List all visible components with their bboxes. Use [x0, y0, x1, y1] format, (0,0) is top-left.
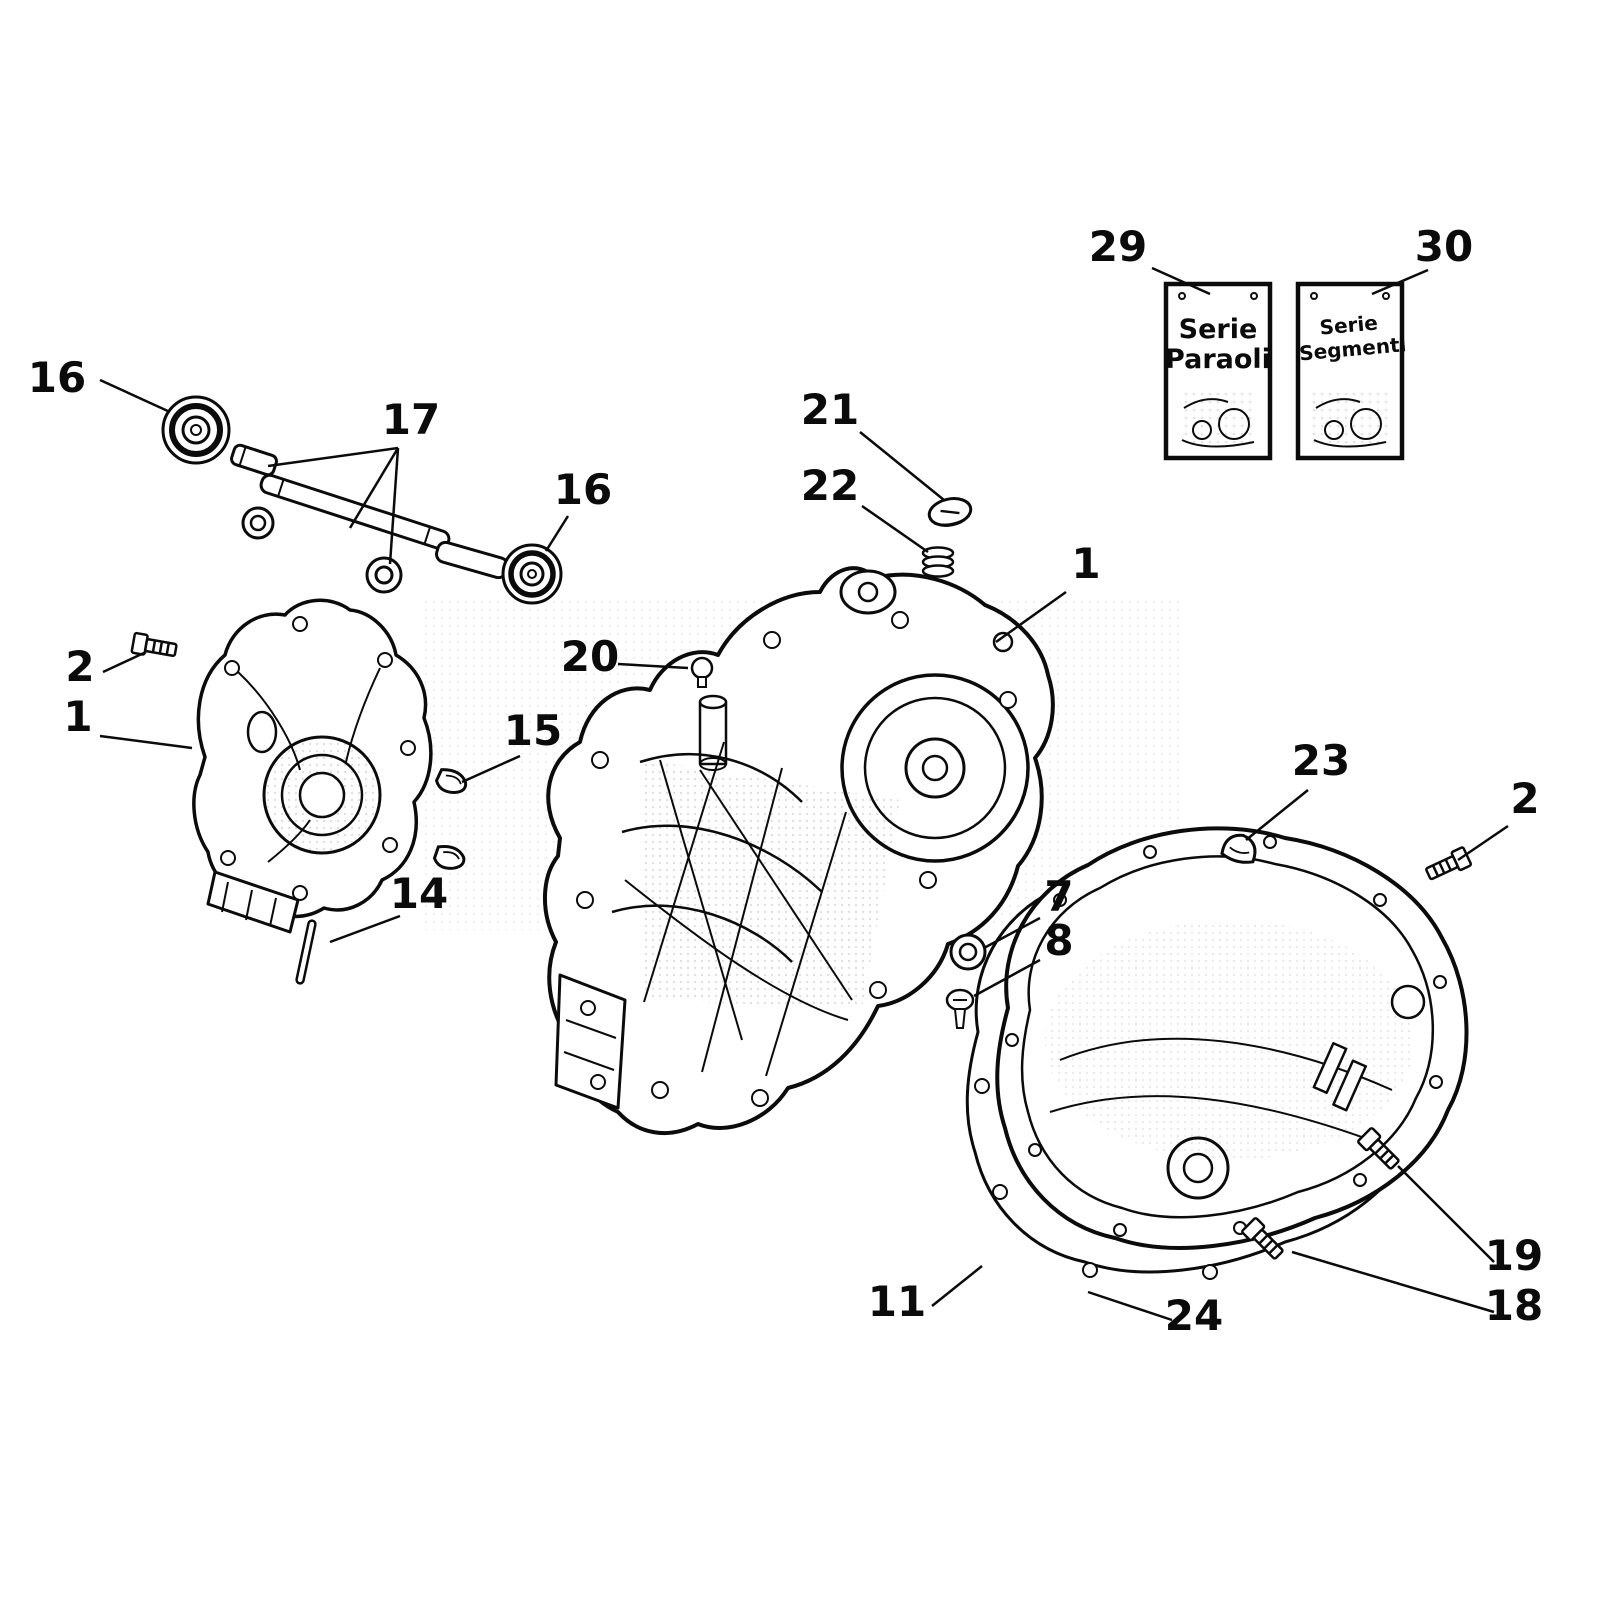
- oil-plug-21: [927, 497, 973, 527]
- leader-1-center: [995, 590, 1067, 644]
- pack-30-line1: Serie: [1319, 311, 1379, 340]
- callout-15: 15: [504, 706, 562, 755]
- leader-16-left: [99, 378, 171, 414]
- callout-1-center: 1: [1071, 539, 1100, 588]
- callout-18: 18: [1485, 1281, 1543, 1330]
- seal-washer-a: [241, 506, 275, 540]
- leader-29: [1151, 266, 1211, 296]
- bearing-16-right: [501, 543, 563, 605]
- callout-29: 29: [1089, 222, 1147, 271]
- callout-16-right: 16: [554, 465, 612, 514]
- callout-21: 21: [801, 385, 859, 434]
- leader-7: [983, 916, 1041, 950]
- leader-8: [973, 958, 1041, 998]
- leader-1-left: [99, 734, 193, 750]
- callout-2-left: 2: [65, 642, 94, 691]
- callout-20: 20: [561, 632, 619, 681]
- callout-labels: 16 17 16 2 1 20 15 14 21 22 1 23 2 7 8 1…: [28, 222, 1543, 1340]
- callout-17: 17: [382, 395, 440, 444]
- callout-22: 22: [801, 461, 859, 510]
- stud-cylinder: [698, 694, 728, 771]
- leader-24: [1087, 1290, 1173, 1322]
- shaft-end-piece: [435, 540, 509, 580]
- pack-29-line1: Serie: [1179, 314, 1258, 345]
- gear-cover-part-1-left: [192, 598, 433, 934]
- ring-kit-pack-30: Serie Segmenti: [1295, 281, 1407, 461]
- callout-30: 30: [1415, 222, 1473, 271]
- leader-17-c: [388, 447, 400, 565]
- callout-19: 19: [1485, 1231, 1543, 1280]
- leader-2-left: [102, 650, 147, 674]
- cap-23: [1220, 833, 1257, 864]
- leader-30: [1371, 268, 1429, 296]
- bearing-16-left: [161, 395, 231, 465]
- seal-washer-b: [365, 556, 403, 594]
- leader-23: [1245, 789, 1309, 841]
- leader-17-a: [267, 446, 399, 468]
- shaft-17: [259, 473, 451, 551]
- leader-11: [931, 1265, 983, 1307]
- callout-23: 23: [1292, 736, 1350, 785]
- callout-7: 7: [1044, 872, 1073, 921]
- shaft-assembly: [161, 395, 563, 605]
- crankcase-part-1: [543, 566, 1055, 1136]
- callout-16-left: 16: [28, 353, 86, 402]
- bolt-2-right: [1422, 845, 1473, 885]
- callout-2-right: 2: [1510, 774, 1539, 823]
- leader-19: [1397, 1165, 1495, 1263]
- rubber-caps-15: [432, 768, 468, 870]
- leader-22: [861, 504, 929, 554]
- callout-1-left: 1: [63, 692, 92, 741]
- pack-29-line2: Paraoli: [1165, 344, 1271, 375]
- washer-7: [949, 933, 987, 971]
- leader-14: [329, 914, 401, 944]
- screw-8: [945, 988, 975, 1029]
- callout-14: 14: [390, 869, 448, 918]
- leader-15: [461, 754, 521, 784]
- callout-8: 8: [1044, 916, 1073, 965]
- dowel-pin-14: [295, 919, 317, 985]
- leader-lines: [99, 266, 1509, 1322]
- callout-24: 24: [1165, 1291, 1223, 1340]
- pack-30-engine-doodle: [1312, 392, 1388, 448]
- spring-washer-22: [921, 546, 955, 578]
- spacer-tube: [230, 443, 278, 477]
- leader-2-right: [1457, 824, 1509, 862]
- seal-kit-pack-29: Serie Paraoli: [1163, 281, 1273, 461]
- leader-21: [859, 431, 945, 501]
- pack-29-engine-doodle: [1180, 392, 1256, 448]
- plug-20: [690, 656, 714, 688]
- transmission-cover-24: [995, 826, 1469, 1250]
- leader-18: [1291, 1250, 1495, 1314]
- leader-20: [617, 662, 689, 670]
- leader-16-right: [544, 515, 570, 552]
- callout-11: 11: [868, 1277, 926, 1326]
- leader-17-b: [348, 447, 400, 529]
